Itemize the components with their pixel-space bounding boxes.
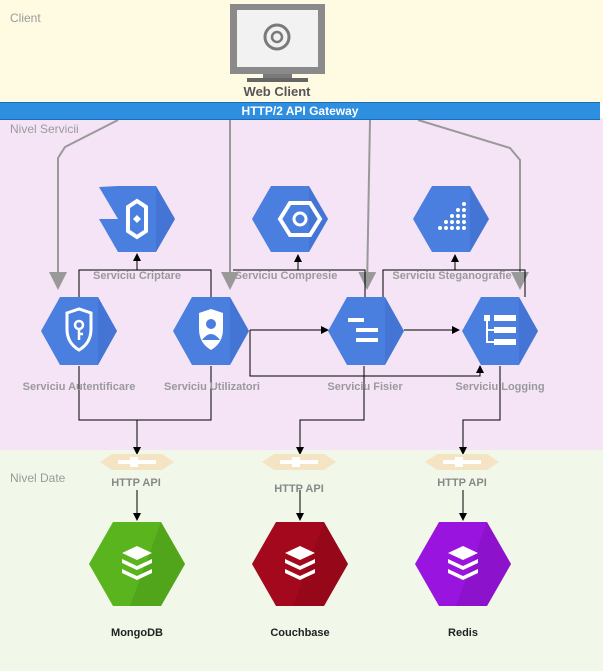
to-http-api-3 — [459, 366, 501, 455]
utilizatori-label: Serviciu Utilizatori — [164, 381, 260, 393]
api-gateway-bar[interactable]: HTTP/2 API Gateway — [0, 102, 600, 120]
data-zone-label: Nivel Date — [10, 471, 66, 485]
autentificare-icon[interactable] — [41, 297, 117, 365]
criptare-label: Serviciu Criptare — [92, 270, 182, 282]
services-zone-label: Nivel Servicii — [10, 122, 79, 136]
auth-util-bottom-link — [78, 366, 212, 421]
fisier-label: Serviciu Fisier — [327, 381, 403, 393]
http-api-label-2: HTTP API — [274, 483, 324, 495]
utilizatori-fisier-top-link — [233, 269, 366, 297]
redis-label: Redis — [448, 627, 478, 639]
services-zone: Nivel Servicii — [0, 118, 603, 450]
autentificare-label: Serviciu Autentificare — [22, 381, 136, 393]
client-zone-label: Client — [10, 11, 41, 25]
steganografie-label: Serviciu Steganografie — [392, 270, 512, 282]
to-http-api-2 — [296, 366, 365, 455]
fisier-logging-top-link — [382, 269, 526, 297]
compresie-label: Serviciu Compresie — [234, 270, 338, 282]
service-connectors — [78, 253, 526, 521]
mongodb-label: MongoDB — [111, 627, 163, 639]
logging-icon[interactable] — [462, 297, 538, 365]
utilizatori-icon[interactable] — [173, 297, 249, 365]
fisier-icon[interactable] — [328, 297, 404, 365]
redis-icon[interactable] — [415, 522, 511, 606]
steganografie-icon[interactable] — [413, 186, 489, 252]
criptare-icon[interactable] — [99, 186, 175, 252]
web-client-label: Web Client — [243, 84, 311, 99]
http-api-connector-1 — [100, 454, 174, 470]
gateway-to-autentificare — [49, 119, 119, 290]
utilizatori-to-logging — [249, 330, 484, 377]
couchbase-label: Couchbase — [270, 627, 330, 639]
gateway-to-fisier — [358, 119, 377, 290]
http-api-label-1: HTTP API — [111, 477, 161, 489]
http-api-connector-2 — [262, 454, 336, 470]
logging-label: Serviciu Logging — [455, 381, 545, 393]
mongodb-icon[interactable] — [89, 522, 185, 606]
http-api-label-3: HTTP API — [437, 477, 487, 489]
http-api-connector-3 — [425, 454, 499, 470]
couchbase-icon[interactable] — [252, 522, 348, 606]
gateway-connectors — [49, 119, 529, 290]
compresie-icon[interactable] — [252, 186, 328, 252]
web-client-icon — [230, 4, 325, 82]
autentificare-utilizatori-link — [78, 269, 212, 297]
gateway-to-logging — [417, 119, 529, 290]
